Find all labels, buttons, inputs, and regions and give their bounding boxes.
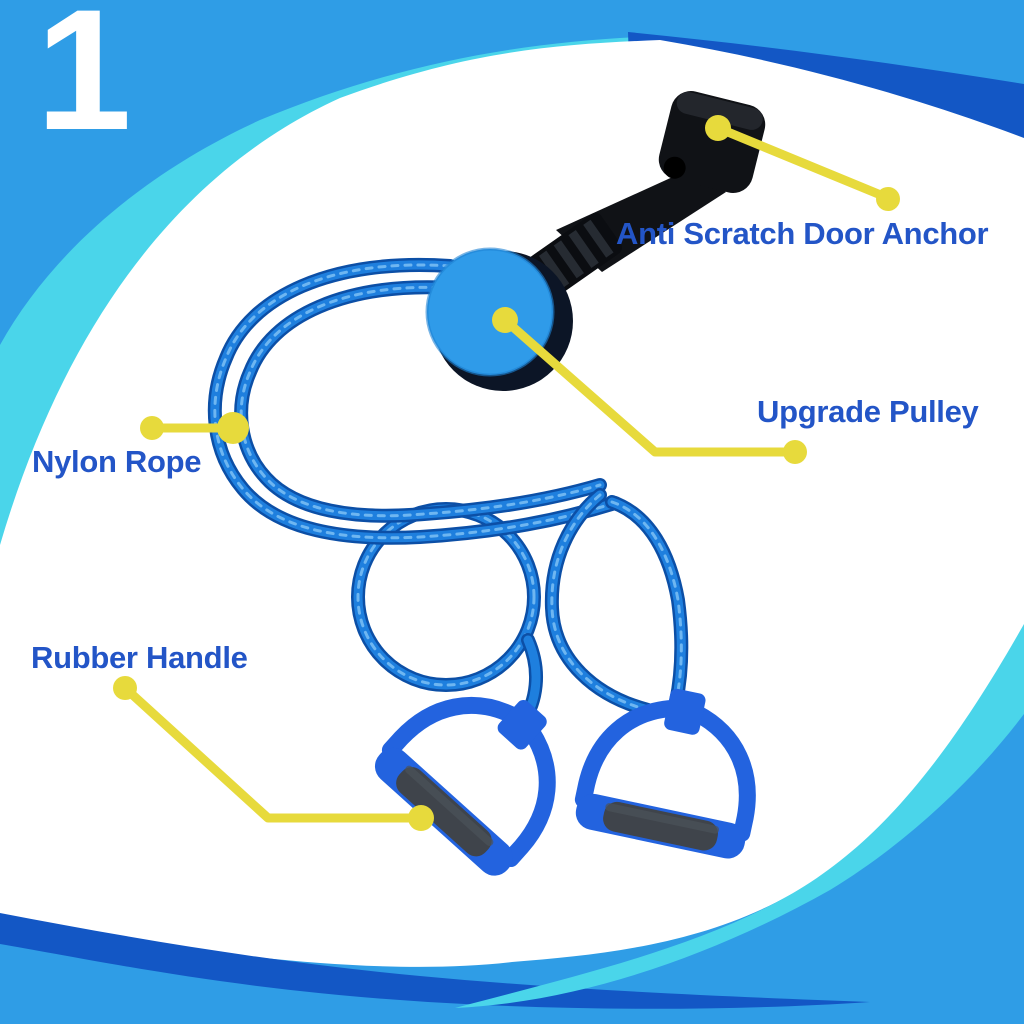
rope-to-right-handle bbox=[605, 495, 689, 709]
pulley-disc bbox=[427, 249, 553, 375]
step-number-badge: 1 bbox=[36, 0, 132, 166]
rope-left-outer bbox=[207, 258, 622, 545]
label-door-anchor: Anti Scratch Door Anchor bbox=[616, 216, 989, 251]
callout-dot-handle-target bbox=[408, 805, 434, 831]
callout-dot-anchor-end bbox=[876, 187, 900, 211]
callout-dot-anchor-target bbox=[705, 115, 731, 141]
label-rubber-handle: Rubber Handle bbox=[31, 640, 248, 675]
callout-dot-pulley-target bbox=[492, 307, 518, 333]
label-upgrade-pulley: Upgrade Pulley bbox=[757, 394, 979, 429]
rubber-handle-right bbox=[574, 688, 756, 859]
dark-swoosh-bottom-left bbox=[0, 913, 870, 1009]
pulley bbox=[425, 247, 573, 391]
callout-dot-handle-end bbox=[113, 676, 137, 700]
rope-c-curve bbox=[544, 488, 655, 717]
rope-left-inner bbox=[234, 280, 607, 523]
callout-dots bbox=[113, 115, 900, 831]
door-anchor bbox=[658, 90, 766, 194]
foam-grip bbox=[396, 767, 492, 857]
callout-line-door-anchor bbox=[713, 123, 893, 203]
cyan-band-bottom-right bbox=[455, 624, 1024, 1008]
label-nylon-rope: Nylon Rope bbox=[32, 444, 202, 479]
handle-clip bbox=[664, 688, 706, 735]
callouts bbox=[120, 123, 893, 823]
callout-dot-rope-target bbox=[217, 412, 249, 444]
handle-clip bbox=[497, 700, 547, 750]
nylon-rope bbox=[207, 258, 689, 729]
callout-dot-pulley-end bbox=[783, 440, 807, 464]
callout-line-pulley bbox=[500, 315, 800, 457]
callout-line-handle bbox=[120, 683, 426, 823]
callout-dot-rope-end bbox=[140, 416, 164, 440]
rubber-handle-left bbox=[374, 697, 556, 876]
